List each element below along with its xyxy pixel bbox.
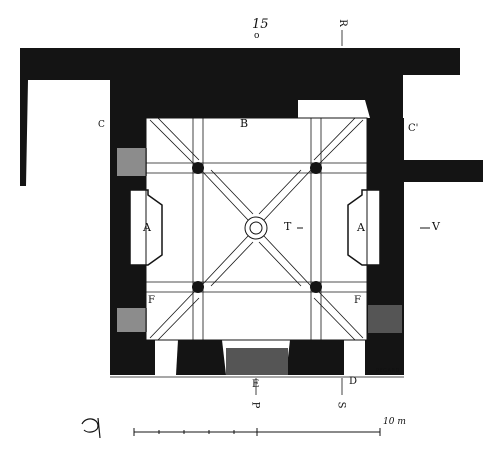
label-v: V	[432, 220, 440, 233]
label-c-left: C	[98, 120, 105, 130]
south-wall-left	[110, 340, 155, 375]
column-nw	[192, 162, 204, 174]
east-wall-mid	[367, 136, 404, 196]
doorway-threshold	[226, 348, 288, 375]
east-annex-wall	[403, 160, 483, 182]
bottom-mark-s: S	[335, 401, 347, 409]
west-niche-gray-lower	[117, 308, 147, 332]
east-recess	[347, 189, 381, 266]
engraver-signature: PEGARD	[376, 368, 400, 374]
corner-ribs	[149, 117, 364, 341]
column-se	[310, 281, 322, 293]
central-ribs	[200, 169, 312, 287]
top-axis-mark: o	[254, 31, 260, 41]
south-wall-right	[365, 340, 404, 375]
label-c-right: C'	[408, 123, 419, 134]
label-b: B	[240, 117, 249, 130]
west-wall	[110, 118, 146, 135]
interior-square	[145, 117, 368, 341]
south-pier-right	[286, 340, 344, 375]
east-niche-gray	[368, 305, 402, 333]
scale-bar	[133, 428, 381, 436]
central-boss-inner	[249, 221, 263, 235]
monogram-icon	[81, 417, 101, 439]
label-e: E	[252, 379, 260, 390]
column-ne	[310, 162, 322, 174]
label-a-left: A	[143, 221, 151, 234]
south-pier-left	[176, 340, 226, 375]
label-d: D	[349, 376, 358, 387]
label-t: T	[284, 220, 292, 233]
north-wall	[20, 48, 460, 186]
bottom-mark-p: P	[249, 401, 261, 409]
label-f-left: F	[148, 295, 155, 306]
label-f-right: F	[354, 295, 361, 306]
east-wall-upper	[367, 118, 404, 136]
column-sw	[192, 281, 204, 293]
west-niche-gray	[117, 148, 147, 176]
north-section-mark: R	[336, 19, 348, 27]
label-a-right: A	[357, 221, 365, 234]
scale-label: 10 m	[383, 417, 406, 427]
figure-number: 15	[252, 17, 269, 32]
